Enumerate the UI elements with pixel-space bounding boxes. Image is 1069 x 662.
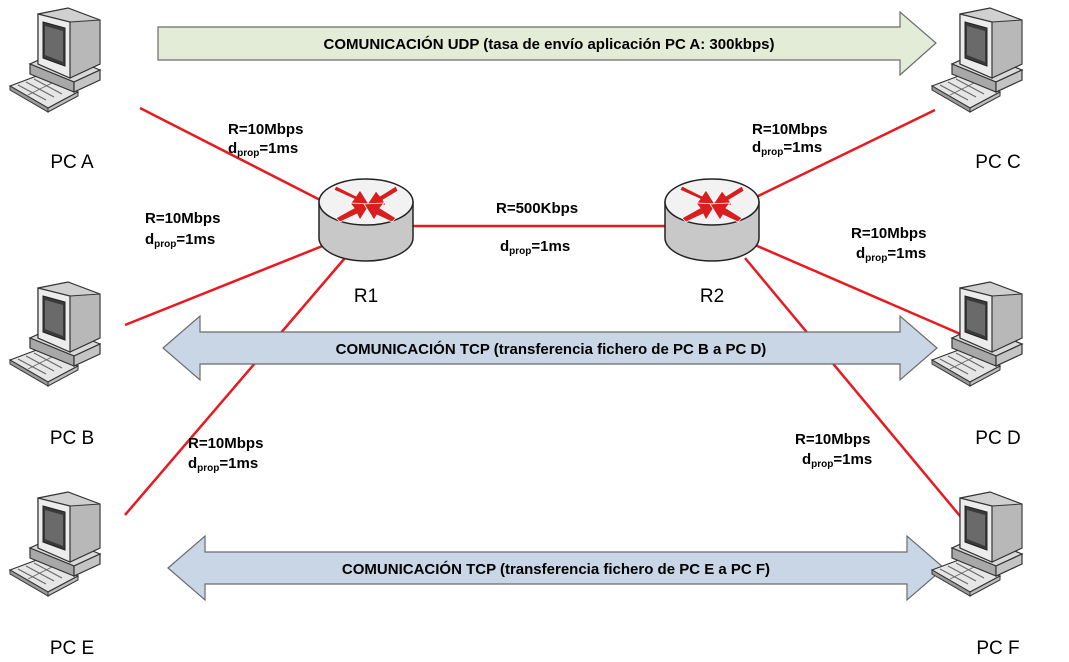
link-delay: dprop=1ms <box>802 451 872 470</box>
pc-c-label: PC C <box>975 152 1020 173</box>
desktop-computer-icon <box>931 491 1023 597</box>
link-label-d-r2: R=10Mbps dprop=1ms <box>851 225 926 264</box>
link-delay: dprop=1ms <box>188 455 258 474</box>
pc-a-label: PC A <box>50 152 94 173</box>
tcp-arrow-e-f-text: COMUNICACIÓN TCP (transferencia fichero … <box>342 560 770 578</box>
link-pcb-r1 <box>124 243 326 327</box>
link-rate: R=10Mbps <box>752 121 827 138</box>
pc-b-label: PC B <box>50 428 94 449</box>
router-icon <box>318 178 414 262</box>
link-label-c-r2: R=10Mbps dprop=1ms <box>752 121 827 158</box>
link-delay: dprop=1ms <box>856 245 926 264</box>
router-r1: R1 <box>318 178 414 307</box>
pc-b: PC B <box>9 281 101 449</box>
pc-c: PC C <box>931 7 1023 173</box>
link-label-a-r1: R=10Mbps dprop=1ms <box>228 121 303 159</box>
desktop-computer-icon <box>9 281 101 387</box>
pc-d-label: PC D <box>975 428 1020 449</box>
link-delay: dprop=1ms <box>500 238 570 257</box>
link-delay: dprop=1ms <box>752 139 822 158</box>
desktop-computer-icon <box>931 7 1023 113</box>
link-rate: R=10Mbps <box>795 431 870 448</box>
link-rate: R=10Mbps <box>228 121 303 138</box>
pc-a: PC A <box>9 7 101 173</box>
router-icon <box>664 178 760 262</box>
desktop-computer-icon <box>931 281 1023 387</box>
link-label-r1-r2: R=500Kbps dprop=1ms <box>496 200 578 257</box>
link-label-f-r2: R=10Mbps dprop=1ms <box>795 431 872 470</box>
desktop-computer-icon <box>9 7 101 113</box>
tcp-arrow-b-d-text: COMUNICACIÓN TCP (transferencia fichero … <box>336 340 767 358</box>
links <box>124 106 981 541</box>
link-pcc-r2 <box>749 108 936 202</box>
tcp-arrow-b-d: COMUNICACIÓN TCP (transferencia fichero … <box>162 314 938 382</box>
link-label-b-r1: R=10Mbps dprop=1ms <box>145 210 220 250</box>
link-delay: dprop=1ms <box>228 140 298 159</box>
link-rate: R=10Mbps <box>851 225 926 242</box>
router-r1-label: R1 <box>354 286 378 307</box>
pc-e-label: PC E <box>50 638 94 659</box>
udp-arrow-text: COMUNICACIÓN UDP (tasa de envío aplicaci… <box>324 35 775 53</box>
link-pca-r1 <box>139 106 331 207</box>
pc-f: PC F <box>931 491 1023 659</box>
link-pce-r1 <box>124 257 346 516</box>
link-pcf-r2 <box>744 257 981 541</box>
pc-e: PC E <box>9 491 101 659</box>
router-r2: R2 <box>664 178 760 307</box>
pc-f-label: PC F <box>976 638 1019 659</box>
link-label-e-r1: R=10Mbps dprop=1ms <box>188 435 263 474</box>
router-r2-label: R2 <box>700 286 724 307</box>
tcp-arrow-e-f: COMUNICACIÓN TCP (transferencia fichero … <box>167 534 945 602</box>
link-delay: dprop=1ms <box>145 231 215 250</box>
udp-arrow: COMUNICACIÓN UDP (tasa de envío aplicaci… <box>157 10 937 77</box>
link-rate: R=10Mbps <box>188 435 263 452</box>
desktop-computer-icon <box>9 491 101 597</box>
link-rate: R=500Kbps <box>496 200 578 217</box>
link-pcd-r2 <box>754 243 966 338</box>
pc-d: PC D <box>931 281 1023 449</box>
link-rate: R=10Mbps <box>145 210 220 227</box>
